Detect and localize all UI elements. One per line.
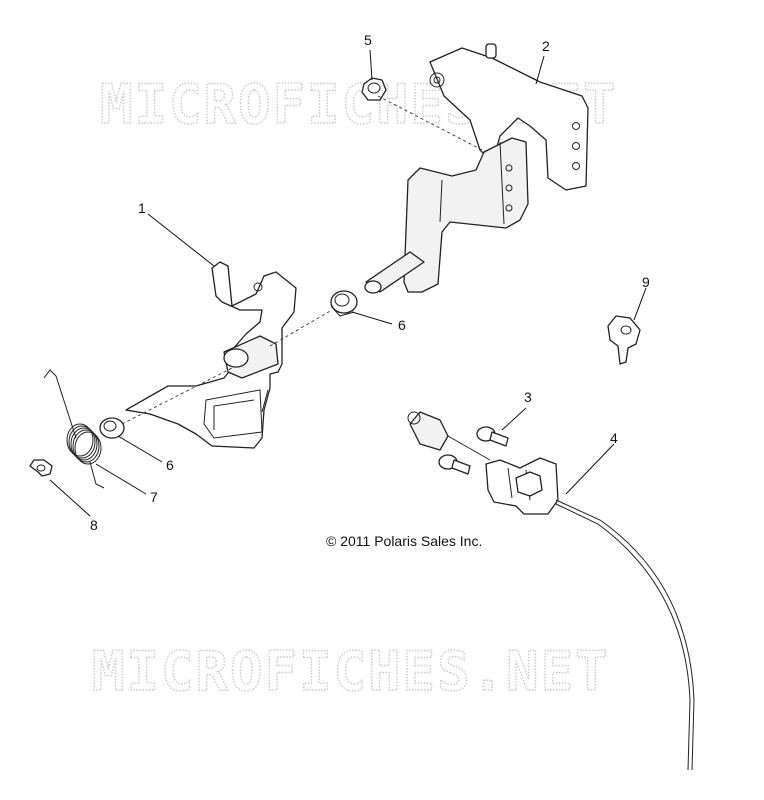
alignment-line-5: [377, 95, 487, 153]
part-4-cable-assembly: [407, 411, 695, 771]
callout-8: 8: [90, 517, 98, 533]
callout-6-upper: 6: [398, 317, 406, 333]
part-8-e-clip: [29, 459, 53, 477]
copyright-text: © 2011 Polaris Sales Inc.: [326, 533, 482, 549]
leader-lines: [49, 49, 647, 517]
alignment-line-6-lower: [121, 367, 233, 425]
callout-4: 4: [610, 430, 618, 446]
callout-3: 3: [524, 389, 532, 405]
callout-2: 2: [542, 38, 550, 54]
part-6-bushing-lower: [99, 417, 125, 439]
part-7-torsion-spring: [43, 369, 105, 489]
part-5-nut: [361, 77, 387, 101]
part-3-screws: [438, 426, 509, 475]
part-1-pedal-assembly: [125, 261, 297, 449]
callout-6-lower: 6: [166, 457, 174, 473]
callout-1: 1: [138, 200, 146, 216]
callout-5: 5: [364, 32, 372, 48]
part-2-mounting-bracket: [364, 43, 589, 294]
part-9-cable-clip: [607, 315, 641, 365]
callout-9: 9: [642, 274, 650, 290]
watermark-bottom: MICROFICHES.NET: [92, 640, 610, 703]
callout-7: 7: [150, 489, 158, 505]
part-6-bushing-upper: [330, 290, 358, 317]
